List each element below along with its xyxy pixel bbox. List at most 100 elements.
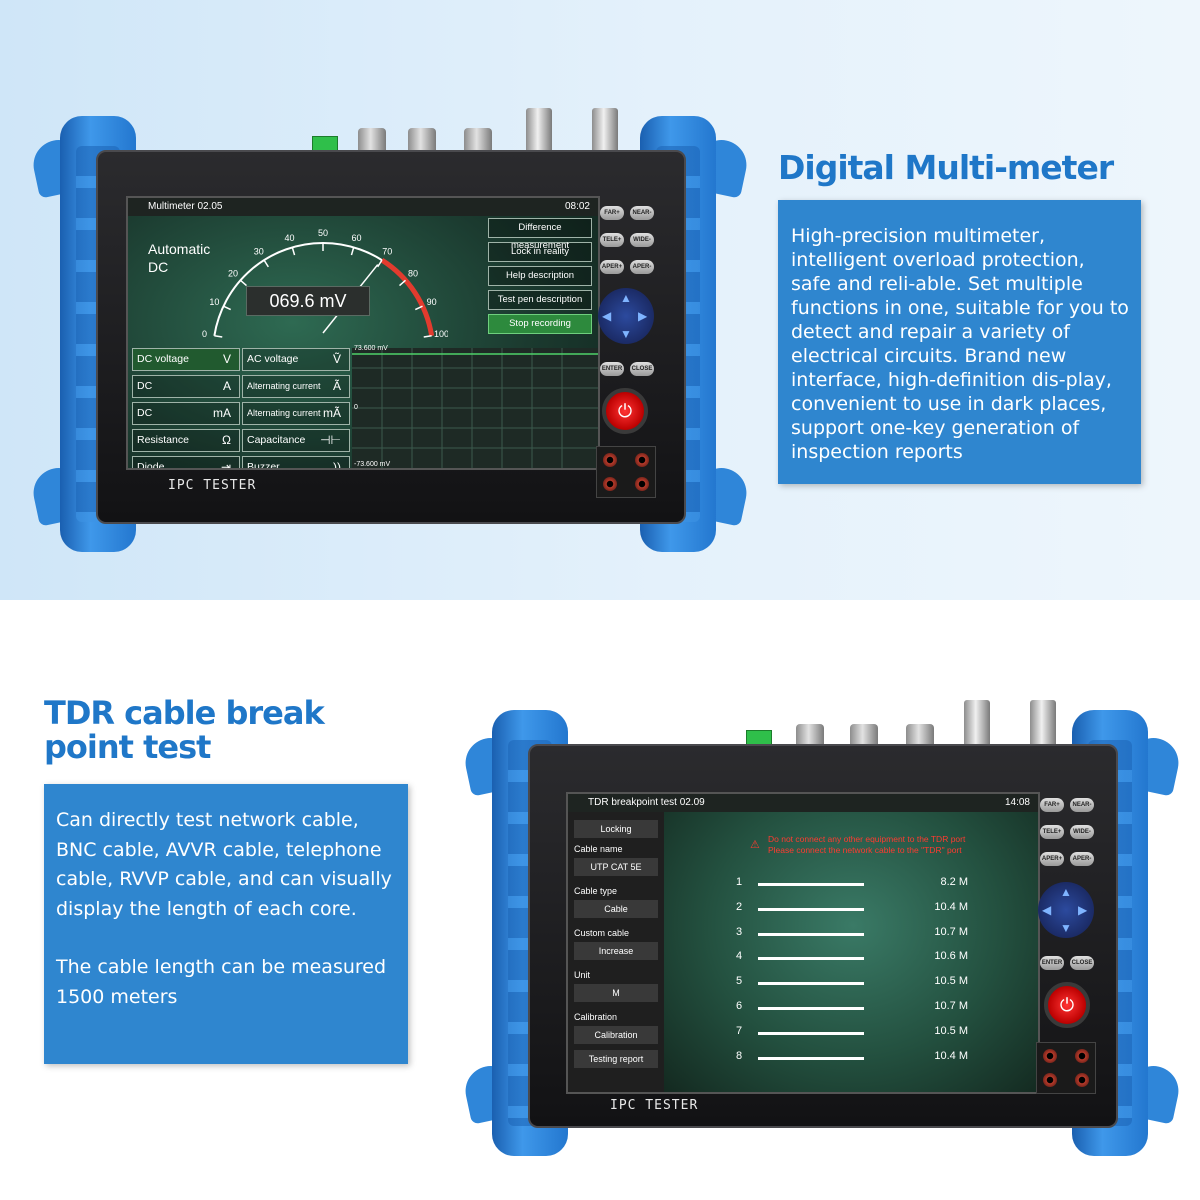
cable-type-value[interactable]: Cable [574, 900, 658, 918]
core-length-bar [758, 957, 864, 961]
down-arrow-icon[interactable]: ▼ [1060, 921, 1072, 935]
tdr-description: Can directly test network cable, BNC cab… [44, 784, 408, 1064]
test-pen-description-button[interactable]: Test pen description [488, 290, 592, 310]
cable-name-value[interactable]: UTP CAT 5E [574, 858, 658, 876]
option-label: Alternating current [247, 408, 321, 418]
mode-line1: Automatic [148, 241, 211, 257]
right-arrow-icon[interactable]: ▶ [1078, 903, 1088, 917]
far-button[interactable]: FAR+ [600, 206, 624, 220]
power-icon: ⏻ [1059, 995, 1075, 1015]
direction-pad[interactable]: ▲ ▼ ◀ ▶ [1038, 882, 1094, 938]
tele-button[interactable]: TELE+ [1040, 825, 1064, 839]
option-label: AC voltage [247, 353, 299, 365]
option-symbol: A [222, 379, 231, 393]
unit-value[interactable]: M [574, 984, 658, 1002]
down-arrow-icon[interactable]: ▼ [620, 327, 632, 341]
device-label: IPC TESTER [168, 478, 257, 493]
testing-report-button[interactable]: Testing report [574, 1050, 658, 1068]
right-arrow-icon[interactable]: ▶ [638, 309, 648, 323]
gauge-tick [214, 335, 223, 338]
aper-plus-button[interactable]: APER+ [1040, 852, 1064, 866]
left-arrow-icon[interactable]: ◀ [1042, 903, 1052, 917]
calibration-label: Calibration [574, 1012, 618, 1022]
core-length: 10.7 M [934, 925, 968, 938]
tdr-heading: TDR cable break point test [44, 696, 364, 764]
buzzer-option[interactable]: Buzzer)) [242, 456, 350, 470]
near-button[interactable]: NEAR- [630, 206, 654, 220]
tele-button[interactable]: TELE+ [600, 233, 624, 247]
graph-zero-label: 0 [354, 404, 358, 411]
warning-line1: Do not connect any other equipment to th… [768, 834, 966, 844]
up-arrow-icon[interactable]: ▲ [1060, 885, 1072, 899]
capacitance-option[interactable]: Capacitance⊣⊢ [242, 429, 350, 452]
app-title: TDR breakpoint test 02.09 [588, 797, 705, 808]
wide-button[interactable]: WIDE- [1070, 825, 1094, 839]
close-button[interactable]: CLOSE [630, 362, 654, 376]
help-description-button[interactable]: Help description [488, 266, 592, 286]
power-button[interactable]: ⏻ [1044, 982, 1090, 1028]
option-label: Buzzer [247, 461, 280, 470]
custom-cable-value[interactable]: Increase [574, 942, 658, 960]
left-arrow-icon[interactable]: ◀ [602, 309, 612, 323]
tdr-heading-line2: point test [44, 728, 211, 766]
enter-button[interactable]: ENTER [600, 362, 624, 376]
core-length-bar [758, 1007, 864, 1010]
gauge-tick [223, 305, 232, 311]
lock-reality-button[interactable]: Lock in reality [488, 242, 592, 262]
option-label: DC [137, 407, 153, 419]
core-number: 1 [736, 876, 743, 888]
status-bar: TDR breakpoint test 02.09 14:08 [568, 794, 1038, 812]
aper-minus-button[interactable]: APER- [1070, 852, 1094, 866]
option-symbol: Ã [332, 379, 341, 393]
tdr-description-p2: The cable length can be measured 1500 me… [56, 956, 387, 1008]
enter-button[interactable]: ENTER [1040, 956, 1064, 970]
power-icon: ⏻ [617, 401, 633, 421]
ac-voltage-option[interactable]: AC voltage Ṽ [242, 348, 350, 371]
gauge-tick-label: 60 [351, 233, 361, 243]
stop-recording-button[interactable]: Stop recording [488, 314, 592, 334]
tdr-description-p1: Can directly test network cable, BNC cab… [56, 809, 392, 920]
direction-pad[interactable]: ▲ ▼ ◀ ▶ [598, 288, 654, 344]
calibration-button[interactable]: Calibration [574, 1026, 658, 1044]
warning-icon: ⚠ [750, 839, 760, 851]
diode-option[interactable]: Diode⇥ [132, 456, 240, 468]
option-symbol: ⊣⊢ [320, 433, 341, 447]
aper-plus-button[interactable]: APER+ [600, 260, 624, 274]
gauge-tick [414, 305, 423, 311]
up-arrow-icon[interactable]: ▲ [620, 291, 632, 305]
core-length: 10.5 M [934, 975, 968, 988]
core-length-bar [758, 883, 864, 886]
tdr-heading-line1: TDR cable break [44, 694, 325, 732]
jack [603, 453, 617, 467]
locking-button[interactable]: Locking [574, 820, 658, 838]
core-length: 10.4 M [934, 900, 968, 913]
gauge-tick [423, 335, 432, 338]
near-button[interactable]: NEAR- [1070, 798, 1094, 812]
core-length-bar [758, 1031, 864, 1035]
far-button[interactable]: FAR+ [1040, 798, 1064, 812]
jack [1043, 1073, 1057, 1087]
power-button[interactable]: ⏻ [602, 388, 648, 434]
core-number: 4 [736, 950, 743, 963]
gauge-tick [377, 259, 383, 268]
fiber-port [1030, 700, 1056, 752]
difference-measurement-button[interactable]: Difference measurement [488, 218, 592, 251]
option-symbol: Ṽ [332, 352, 341, 366]
gauge-tick-label: 70 [382, 247, 392, 257]
gauge-tick-label: 100 [434, 329, 448, 339]
wide-button[interactable]: WIDE- [630, 233, 654, 247]
status-time: 14:08 [1004, 797, 1030, 808]
close-button[interactable]: CLOSE [1070, 956, 1094, 970]
aper-minus-button[interactable]: APER- [630, 260, 654, 274]
